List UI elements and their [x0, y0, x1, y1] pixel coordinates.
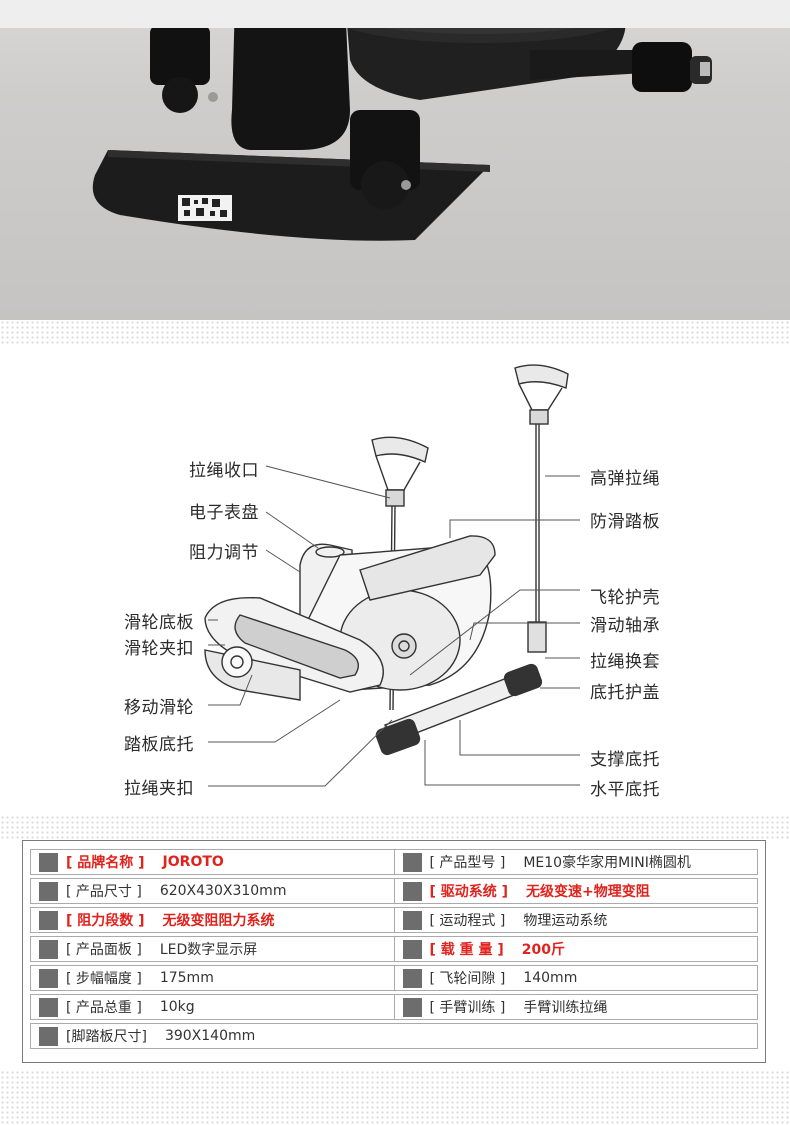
spec-key: [ 阻力段数 ]	[66, 913, 145, 929]
label-shuipingdituo: 水平底托	[590, 780, 660, 800]
leader-yidonghualun	[208, 674, 253, 706]
wall-strip	[0, 0, 790, 28]
spec-cell-weight: [ 产品总重 ] 10kg	[30, 994, 395, 1020]
spec-cell-model: [ 产品型号 ] ME10豪华家用MINI椭圆机	[393, 849, 758, 875]
bullet-square-icon	[402, 997, 422, 1017]
spec-value: LED数字显示屏	[159, 942, 258, 958]
bullet-square-icon	[402, 852, 422, 872]
spec-value: 175mm	[159, 970, 214, 986]
spec-cell-drive: [ 驱动系统 ] 无级变速+物理变阻	[393, 878, 758, 904]
spec-cell-size: [ 产品尺寸 ] 620X430X310mm	[30, 878, 395, 904]
spec-cell-stride: [ 步幅幅度 ] 175mm	[30, 965, 395, 991]
spec-value: 手臂训练拉绳	[523, 1000, 608, 1016]
spec-key: [ 产品面板 ]	[66, 942, 142, 958]
dot-separator-bottom	[0, 1070, 790, 1125]
bullet-square-icon	[402, 968, 422, 988]
bullet-square-icon	[39, 881, 58, 901]
leader-lashengjiakou	[208, 719, 393, 787]
label-gaotanlasheng: 高弹拉绳	[590, 469, 660, 489]
label-dianzibiaopan: 电子表盘	[189, 503, 259, 523]
spec-key: [ 载 重 量 ]	[429, 942, 504, 958]
spec-value: JOROTO	[162, 854, 224, 870]
label-dituohugai: 底托护盖	[590, 683, 660, 703]
spec-key: [脚踏板尺寸]	[66, 1029, 147, 1045]
spec-cell-brand: [ 品牌名称 ] JOROTO	[30, 849, 395, 875]
spec-key: [ 品牌名称 ]	[66, 855, 145, 871]
spec-key: [ 步幅幅度 ]	[66, 971, 142, 987]
leader-zhichengdituo	[459, 720, 580, 756]
bullet-square-icon	[39, 1026, 58, 1046]
spec-table: [ 品牌名称 ] JOROTO [ 产品型号 ] ME10豪华家用MINI椭圆机 […	[22, 840, 766, 1063]
spec-key: [ 驱动系统 ]	[429, 884, 509, 900]
label-fanghuataban: 防滑踏板	[590, 512, 660, 532]
spec-key: [ 产品总重 ]	[66, 1000, 142, 1016]
spec-value: 物理运动系统	[523, 913, 608, 929]
leader-dianzibiaopan	[265, 511, 319, 549]
label-lashengjiakou: 拉绳夹扣	[124, 779, 194, 799]
leader-feilunhuke	[409, 589, 580, 676]
leader-zuliadiaojie	[265, 549, 301, 573]
spec-value: 无级变速+物理变阻	[526, 884, 650, 900]
label-feilunhuke: 飞轮护壳	[590, 588, 660, 608]
leader-shuipingdituo	[424, 740, 580, 786]
label-zhichengdituo: 支撑底托	[590, 750, 660, 770]
spec-key: [ 手臂训练 ]	[429, 1000, 506, 1016]
spec-row: [ 产品总重 ] 10kg [ 手臂训练 ] 手臂训练拉绳	[30, 994, 758, 1020]
spec-cell-arm-training: [ 手臂训练 ] 手臂训练拉绳	[393, 994, 758, 1020]
spec-key: [ 产品型号 ]	[429, 855, 506, 871]
spec-value: 无级变阻阻力系统	[162, 913, 275, 929]
spec-row: [ 步幅幅度 ] 175mm [ 飞轮间隙 ] 140mm	[30, 965, 758, 991]
label-lashengshoukou: 拉绳收口	[189, 461, 259, 481]
spec-row: [ 品牌名称 ] JOROTO [ 产品型号 ] ME10豪华家用MINI椭圆机	[30, 849, 758, 875]
spec-value: 10kg	[159, 999, 195, 1015]
spec-key: [ 产品尺寸 ]	[66, 884, 142, 900]
spec-value: ME10豪华家用MINI椭圆机	[523, 855, 691, 871]
spec-row: [ 阻力段数 ] 无级变阻阻力系统 [ 运动程式 ] 物理运动系统	[30, 907, 758, 933]
label-hualunjiakou: 滑轮夹扣	[124, 639, 194, 659]
leader-lashengshoukou	[265, 465, 391, 499]
product-photo	[0, 0, 790, 320]
bullet-square-icon	[39, 852, 58, 872]
leader-tabandituo	[208, 699, 341, 743]
bullet-square-icon	[39, 939, 58, 959]
label-zuliadiaojie: 阻力调节	[189, 543, 259, 563]
bullet-square-icon	[402, 910, 422, 930]
dot-separator-top	[0, 320, 790, 344]
spec-key: [ 运动程式 ]	[429, 913, 506, 929]
spec-value: 620X430X310mm	[159, 883, 287, 899]
spec-row: [ 产品面板 ] LED数字显示屏 [ 载 重 量 ] 200斤	[30, 936, 758, 962]
label-hualundiban: 滑轮底板	[124, 613, 194, 633]
leader-fanghuataban	[449, 519, 580, 538]
label-huadongzhoucheng: 滑动轴承	[590, 616, 660, 636]
spec-cell-load: [ 载 重 量 ] 200斤	[393, 936, 758, 962]
label-lashenghuantao: 拉绳换套	[590, 652, 660, 672]
bullet-square-icon	[39, 997, 58, 1017]
spec-row: [ 产品尺寸 ] 620X430X310mm [ 驱动系统 ] 无级变速+物理变阻	[30, 878, 758, 904]
leader-huadongzhoucheng	[469, 622, 580, 641]
spec-cell-resistance: [ 阻力段数 ] 无级变阻阻力系统	[30, 907, 395, 933]
bullet-square-icon	[39, 910, 58, 930]
spec-row: [脚踏板尺寸] 390X140mm	[30, 1023, 758, 1049]
spec-cell-pedal-size: [脚踏板尺寸] 390X140mm	[30, 1023, 758, 1049]
spec-value: 390X140mm	[164, 1028, 256, 1044]
spec-cell-program: [ 运动程式 ] 物理运动系统	[393, 907, 758, 933]
parts-diagram: 拉绳收口 电子表盘 阻力调节 滑轮底板 滑轮夹扣 移动滑轮 踏板底托 拉绳夹扣 …	[0, 340, 790, 820]
elliptical-line-drawing	[204, 364, 580, 787]
spec-value: 140mm	[523, 970, 578, 986]
label-yidonghualun: 移动滑轮	[124, 698, 194, 718]
label-tabandituo: 踏板底托	[124, 735, 194, 755]
spec-cell-panel: [ 产品面板 ] LED数字显示屏	[30, 936, 395, 962]
spec-cell-flywheel-gap: [ 飞轮间隙 ] 140mm	[393, 965, 758, 991]
bullet-square-icon	[39, 968, 58, 988]
spec-value: 200斤	[521, 942, 566, 958]
bullet-square-icon	[402, 939, 422, 959]
dot-separator-middle	[0, 815, 790, 839]
spec-key: [ 飞轮间隙 ]	[429, 971, 506, 987]
bullet-square-icon	[402, 881, 422, 901]
elliptical-photo-illustration	[92, 0, 712, 241]
